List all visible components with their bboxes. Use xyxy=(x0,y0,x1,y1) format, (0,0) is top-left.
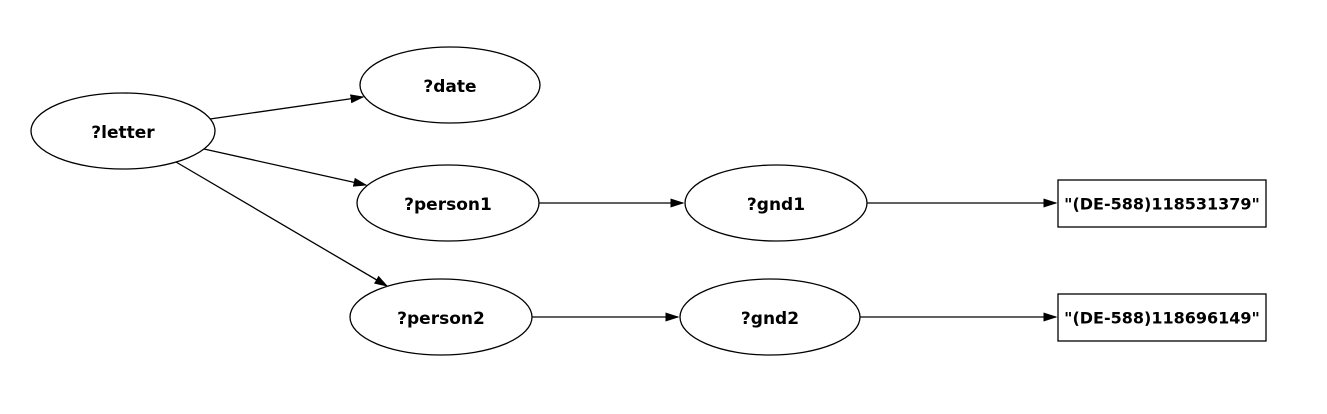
node-date-shape xyxy=(359,46,541,124)
node-literal1-shape xyxy=(1057,179,1267,228)
edge-letter-person2 xyxy=(175,161,389,287)
node-gnd2-shape xyxy=(679,278,861,356)
node-literal2-label: "(DE-588)118696149" xyxy=(1064,309,1260,328)
node-letter: ?letter xyxy=(30,92,216,170)
node-literal2: "(DE-588)118696149" xyxy=(1057,293,1267,342)
node-literal2-shape xyxy=(1057,293,1267,342)
edge-letter-person1 xyxy=(203,148,368,187)
node-gnd2-label: ?gnd2 xyxy=(741,309,799,329)
node-date: ?date xyxy=(359,46,541,124)
node-person2-shape xyxy=(349,278,533,356)
edges xyxy=(175,94,1058,322)
node-gnd1: ?gnd1 xyxy=(684,164,868,242)
node-person2-label: ?person2 xyxy=(397,309,485,329)
node-person2: ?person2 xyxy=(349,278,533,356)
node-gnd2: ?gnd2 xyxy=(679,278,861,356)
node-person1-shape xyxy=(356,164,540,242)
node-letter-label: ?letter xyxy=(91,123,155,143)
node-gnd1-label: ?gnd1 xyxy=(747,195,805,215)
node-gnd1-shape xyxy=(684,164,868,242)
node-person1: ?person1 xyxy=(356,164,540,242)
node-literal1-label: "(DE-588)118531379" xyxy=(1064,195,1260,214)
node-date-label: ?date xyxy=(423,77,476,97)
node-letter-shape xyxy=(30,92,216,170)
edge-letter-date xyxy=(209,94,365,120)
node-person1-label: ?person1 xyxy=(404,195,492,215)
node-literal1: "(DE-588)118531379" xyxy=(1057,179,1267,228)
